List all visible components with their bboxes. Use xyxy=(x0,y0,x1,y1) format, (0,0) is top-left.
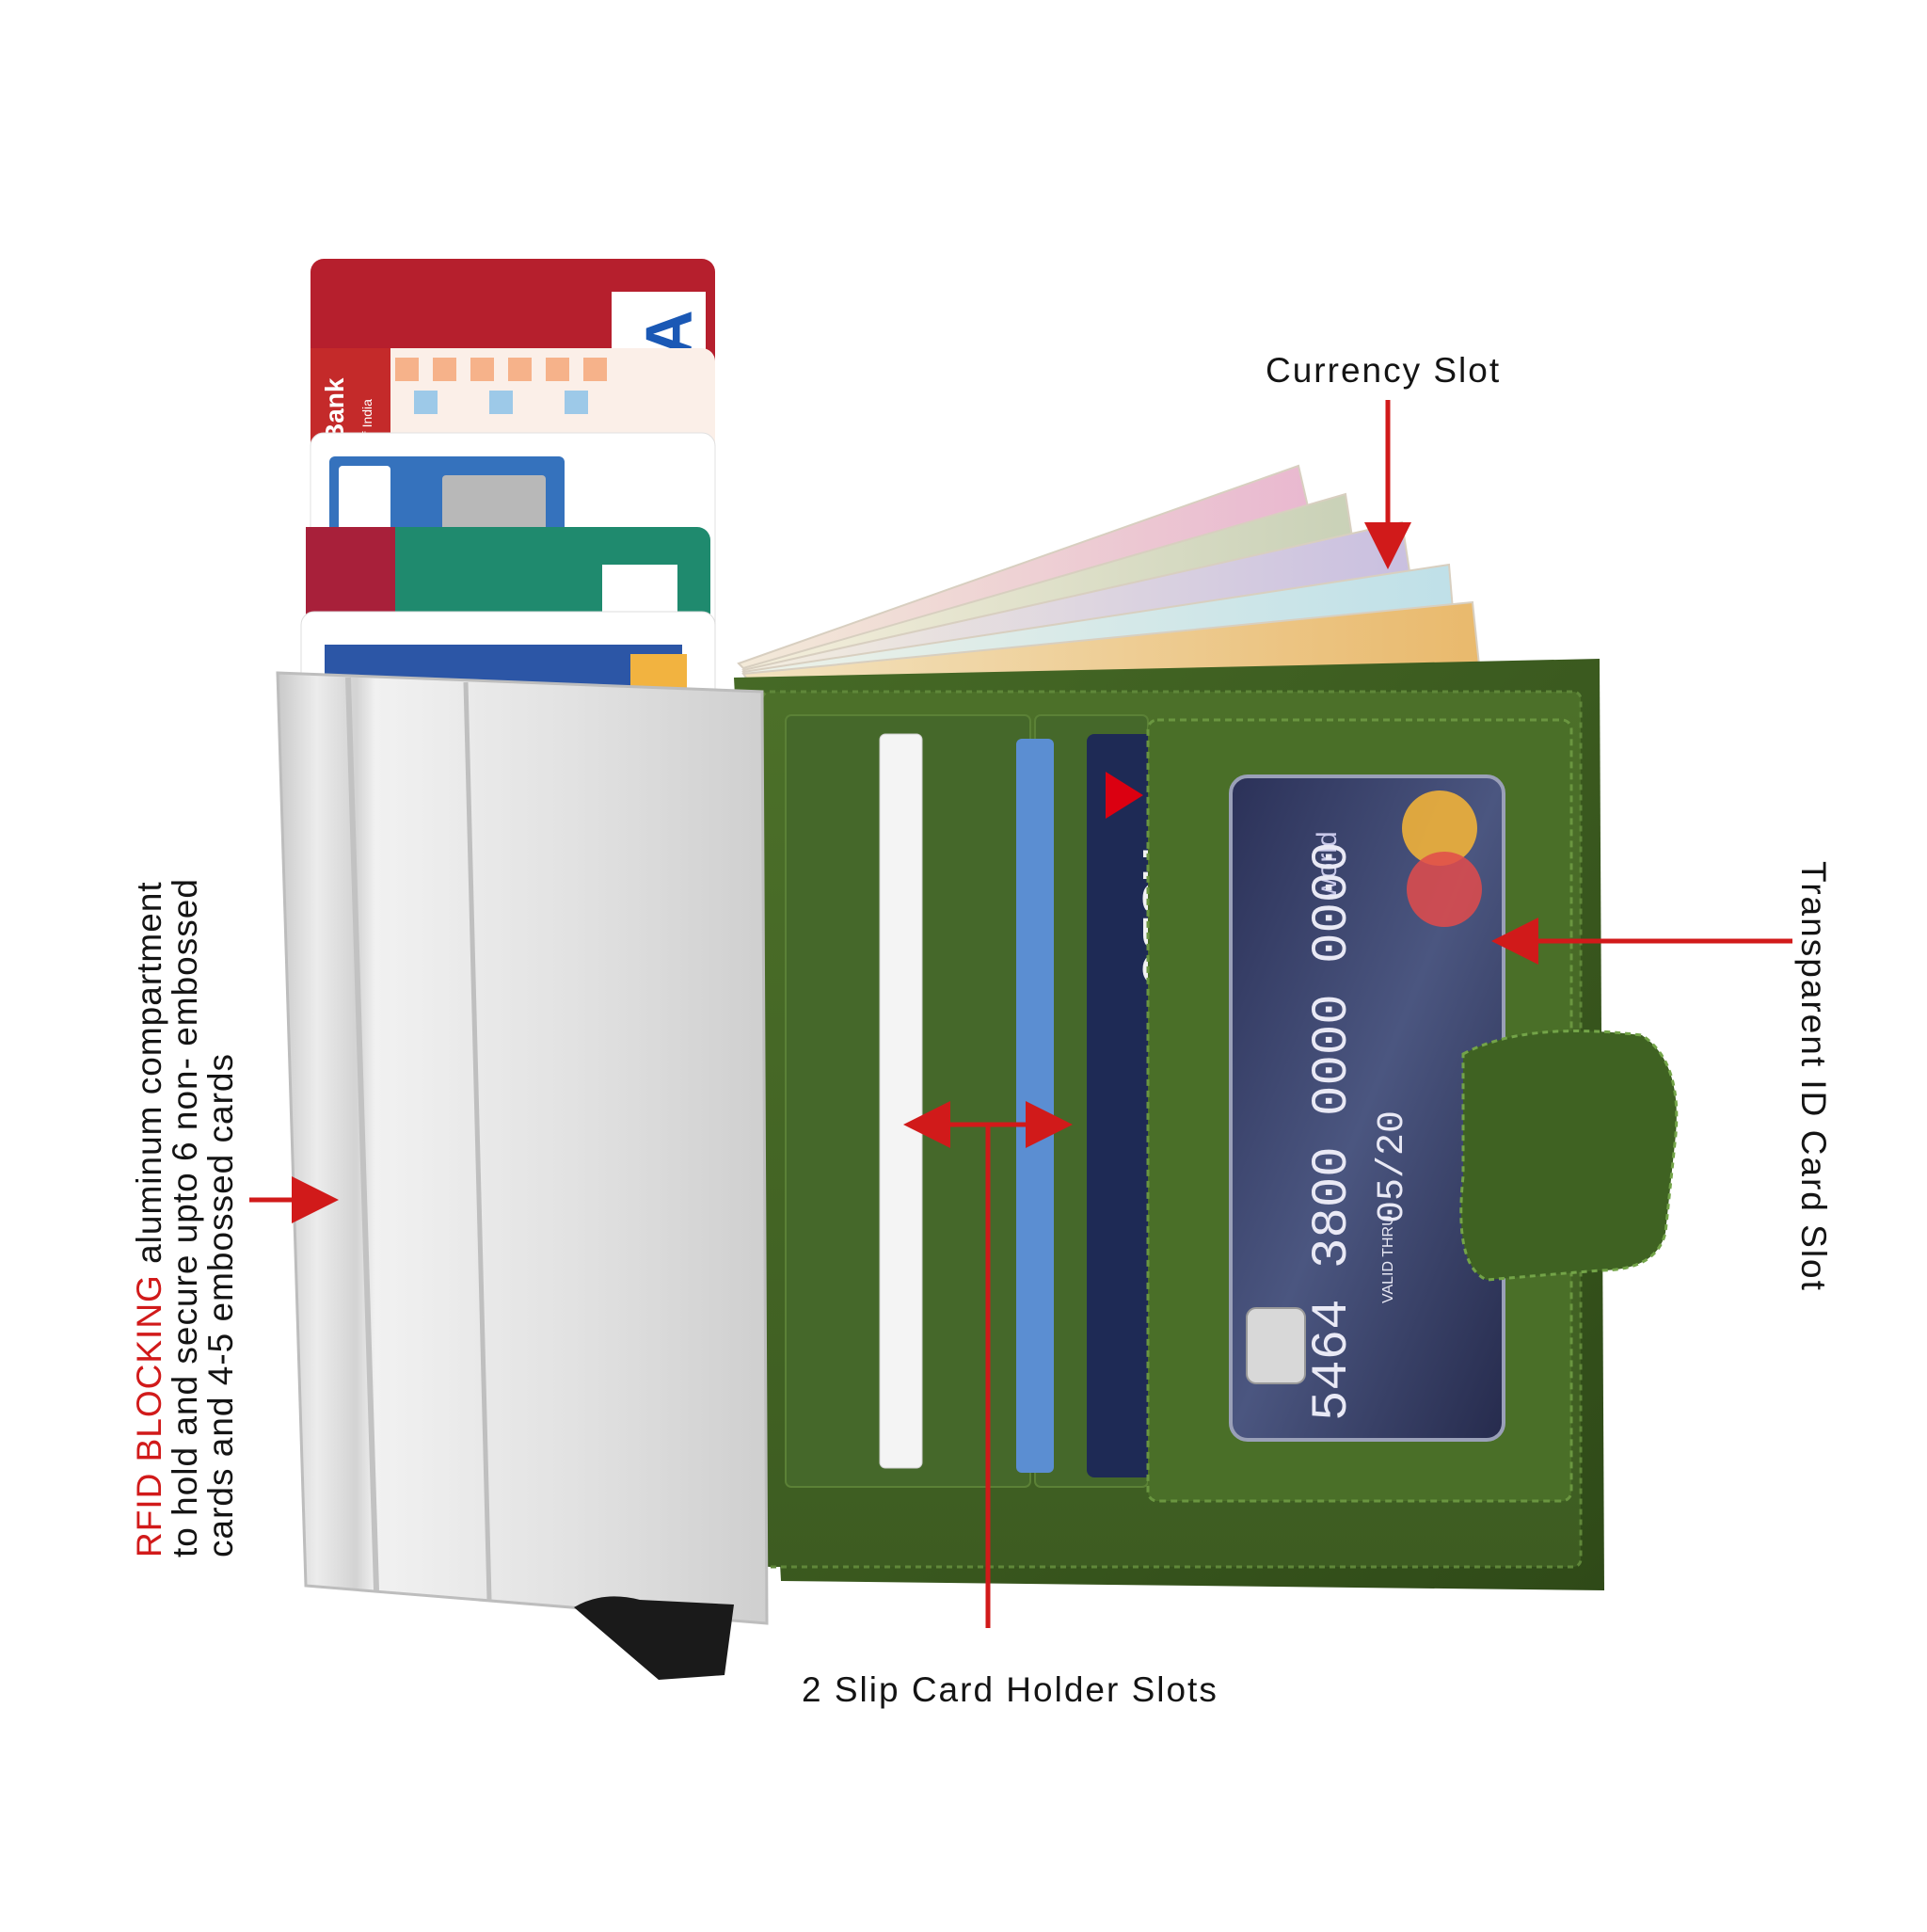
rfid-line2: to hold and secure upto 6 non- embossed xyxy=(166,878,204,1557)
rfid-line1: aluminum compartment xyxy=(130,881,168,1275)
pop-up-cards: A Bank of India xyxy=(300,259,716,726)
rfid-description: RFID BLOCKING aluminum compartment to ho… xyxy=(130,786,245,1557)
currency-notes xyxy=(737,464,1484,694)
eject-trigger xyxy=(574,1596,734,1680)
bank-card-text: Bank xyxy=(320,377,349,442)
bank-card-subtext: of India xyxy=(359,399,374,442)
transparent-id-slot-label: Transparent ID Card Slot xyxy=(1794,861,1833,1292)
card-expiry-text: 05/20 xyxy=(1372,1110,1414,1223)
aluminum-card-case xyxy=(276,671,769,1680)
slip-card-slots-label: 2 Slip Card Holder Slots xyxy=(802,1670,1218,1709)
card-number-text: 5464 3800 0000 0000 xyxy=(1304,841,1362,1421)
rfid-line3: cards and 4-5 embossed cards xyxy=(201,1053,240,1557)
currency-slot-label: Currency Slot xyxy=(1266,351,1502,390)
rfid-highlight: RFID BLOCKING xyxy=(130,1274,168,1557)
annotation-arrows xyxy=(249,400,1792,1628)
card-world-text: world xyxy=(1312,831,1343,900)
snap-tab xyxy=(1459,1030,1679,1282)
valid-thru-text: VALID THRU xyxy=(1380,1215,1396,1303)
leather-wallet: HSBC world 5464 3800 0000 0000 VALID THR… xyxy=(734,659,1679,1590)
